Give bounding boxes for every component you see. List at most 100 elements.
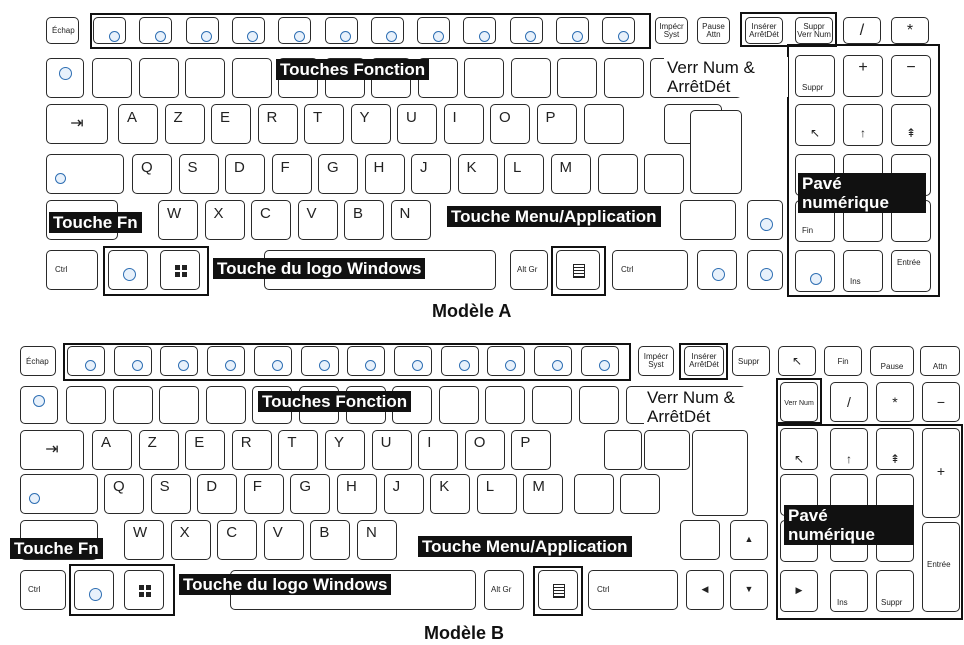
a-letter-key-g[interactable]: G [318, 154, 358, 194]
a-np-suppr-key[interactable]: Suppr [795, 55, 835, 97]
b-f10-key[interactable] [487, 346, 526, 376]
a-f8-key[interactable] [417, 17, 451, 44]
a-np-enter-key[interactable]: Entrée [891, 250, 931, 292]
b-left-key[interactable]: ◀ [686, 570, 724, 610]
b-f6-key[interactable] [300, 346, 339, 376]
a-np-minus-key[interactable]: − [891, 55, 931, 97]
b-up-key[interactable]: ▲ [730, 520, 768, 560]
b-playpause-key[interactable] [20, 386, 58, 424]
b-letter-key-o[interactable]: O [464, 430, 505, 470]
b-letter-key-u[interactable]: U [371, 430, 412, 470]
b-f7-key[interactable] [347, 346, 386, 376]
a-np-0-key[interactable]: Ins [843, 250, 883, 292]
a-insert-key[interactable]: Insérer ArrêtDét [745, 17, 783, 44]
b-menu-key[interactable] [538, 570, 578, 610]
a-letter-key-d[interactable]: D [225, 154, 265, 194]
a-np-right-key[interactable] [795, 250, 835, 292]
b-number-key-11[interactable] [532, 386, 572, 424]
a-number-key-4[interactable] [231, 58, 272, 98]
b-letter-key-g[interactable]: G [290, 474, 331, 514]
a-prtsc-key[interactable]: Impécr Syst [655, 17, 688, 44]
b-suppr-key[interactable]: Suppr [732, 346, 770, 376]
a-f12-key[interactable] [602, 17, 636, 44]
a-letter-key-i[interactable]: I [443, 104, 484, 144]
a-letter-key-a[interactable]: A [118, 104, 158, 144]
a-letter-key-f[interactable]: F [271, 154, 312, 194]
b-letter-key-m[interactable]: M [523, 474, 564, 514]
b-letter-key-s[interactable]: S [150, 474, 191, 514]
b-windows-key[interactable] [124, 570, 164, 610]
b-np-enter-key[interactable]: Entrée [922, 522, 960, 612]
b-np-7-key[interactable]: ↖ [780, 428, 818, 470]
a-letter-key-b[interactable]: B [344, 200, 384, 240]
a-esc-key[interactable]: Échap [46, 17, 79, 44]
a-tab-key[interactable]: ⇥ [46, 104, 108, 144]
b-pause-key[interactable]: Pause [870, 346, 914, 376]
a-number-key-12[interactable] [603, 58, 644, 98]
b-np-9-key[interactable]: ⇞ [876, 428, 914, 470]
b-np-minus-key[interactable]: − [922, 382, 960, 422]
a-letter-key-c[interactable]: C [251, 200, 291, 240]
b-letter-key-d[interactable]: D [197, 474, 238, 514]
b-letter-key-i[interactable]: I [418, 430, 459, 470]
b-percent-key[interactable] [574, 474, 614, 514]
b-np-dot-key[interactable]: Suppr [876, 570, 914, 612]
a-menu-key[interactable] [556, 250, 600, 290]
b-number-key-12[interactable] [578, 386, 619, 424]
a-letter-key-l[interactable]: L [504, 154, 544, 194]
a-f2-key[interactable] [139, 17, 173, 44]
a-letter-key-h[interactable]: H [364, 154, 405, 194]
a-delete-key[interactable]: Suppr Verr Num [795, 17, 833, 44]
b-altgr-key[interactable]: Alt Gr [484, 570, 524, 610]
b-esc-key[interactable]: Échap [20, 346, 56, 376]
b-f4-key[interactable] [207, 346, 246, 376]
a-caps-key[interactable] [46, 154, 124, 194]
b-f11-key[interactable] [534, 346, 572, 376]
b-letter-key-y[interactable]: Y [325, 430, 365, 470]
b-letter-key-w[interactable]: W [124, 520, 164, 560]
a-f1-key[interactable] [93, 17, 126, 44]
a-np-8-key[interactable]: ↑ [843, 104, 883, 146]
b-mu-key[interactable] [620, 474, 660, 514]
a-f11-key[interactable] [556, 17, 589, 44]
a-left-key[interactable] [697, 250, 737, 290]
a-number-key-2[interactable] [138, 58, 179, 98]
a-f4-key[interactable] [231, 17, 265, 44]
a-np-7-key[interactable]: ↖ [795, 104, 835, 146]
a-playpause-key[interactable] [46, 58, 84, 98]
b-divide-key[interactable]: / [830, 382, 868, 422]
a-letter-key-e[interactable]: E [211, 104, 251, 144]
b-np-0-key[interactable]: Ins [830, 570, 868, 612]
b-f5-key[interactable] [253, 346, 292, 376]
a-f3-key[interactable] [185, 17, 219, 44]
a-letter-key-p[interactable]: P [536, 104, 577, 144]
a-number-key-3[interactable] [185, 58, 225, 98]
a-f9-key[interactable] [463, 17, 497, 44]
a-ctrl-left-key[interactable]: Ctrl [46, 250, 98, 290]
b-ctrl-right-key[interactable]: Ctrl [588, 570, 678, 610]
a-shift-right-key[interactable] [680, 200, 736, 240]
b-number-key-4[interactable] [205, 386, 246, 424]
a-divide-key[interactable]: / [843, 17, 881, 44]
b-letter-key-e[interactable]: E [185, 430, 226, 470]
a-letter-key-m[interactable]: M [550, 154, 591, 194]
b-letter-key-r[interactable]: R [231, 430, 272, 470]
b-letter-key-b[interactable]: B [310, 520, 351, 560]
b-letter-key-c[interactable]: C [217, 520, 258, 560]
b-letter-key-z[interactable]: Z [138, 430, 179, 470]
b-down-key[interactable]: ▼ [730, 570, 768, 610]
b-f2-key[interactable] [113, 346, 152, 376]
b-number-key-9[interactable] [438, 386, 479, 424]
b-numlock-key[interactable]: Verr Num [780, 382, 818, 422]
b-home-key[interactable]: ↖ [778, 346, 816, 376]
a-f10-key[interactable] [509, 17, 543, 44]
b-letter-key-n[interactable]: N [357, 520, 397, 560]
a-letter-key-n[interactable]: N [390, 200, 431, 240]
b-enter-key[interactable] [692, 430, 748, 516]
a-percent-key[interactable] [598, 154, 638, 194]
b-f3-key[interactable] [160, 346, 199, 376]
b-letter-key-k[interactable]: K [430, 474, 471, 514]
a-number-key-9[interactable] [464, 58, 504, 98]
a-letter-key-t[interactable]: T [304, 104, 344, 144]
b-number-key-10[interactable] [485, 386, 526, 424]
